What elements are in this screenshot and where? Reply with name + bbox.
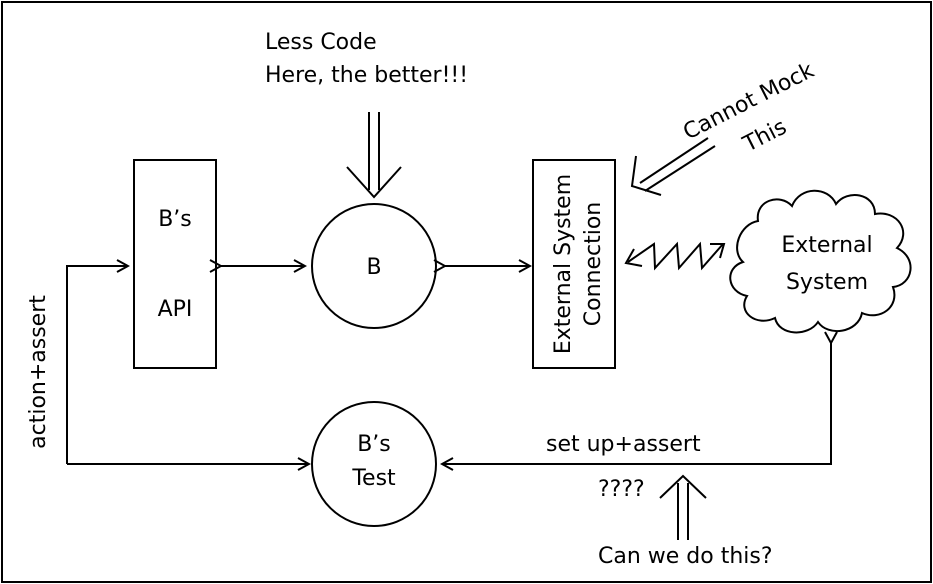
external-system-label-line1: External [781, 233, 872, 258]
note-less-code: Less Code [265, 30, 377, 55]
arrow-external-to-test [442, 343, 831, 464]
hollow-arrow-can-we [659, 474, 707, 540]
b-test-label-line1: B’s [357, 432, 391, 457]
b-api-box [133, 159, 217, 369]
note-can-we: Can we do this? [598, 544, 773, 569]
label-action-assert: action+assert [26, 295, 51, 449]
hollow-arrow-into-b [346, 112, 402, 199]
external-connection-label-line1: External System [551, 174, 576, 354]
b-test-label-line2: Test [351, 466, 396, 491]
b-api-label-line1: B’s [158, 207, 192, 232]
note-this: This [738, 115, 790, 158]
zigzag-arrow-left [624, 248, 643, 267]
external-connection-label-line2: Connection [581, 202, 606, 326]
zigzag-arrow-right [710, 243, 726, 259]
note-the-better: Here, the better!!! [265, 63, 468, 88]
b-circle-label: B [366, 255, 381, 280]
arrow-test-to-api [66, 266, 128, 464]
external-system-cloud [729, 189, 912, 334]
external-system-label-line2: System [786, 270, 868, 295]
hollow-arrow-cannot-mock [630, 137, 716, 196]
label-question-marks: ???? [598, 477, 645, 502]
label-setup-assert: set up+assert [546, 432, 701, 457]
zigzag-link [627, 241, 724, 271]
b-api-label-line2: API [158, 297, 193, 322]
b-test-circle [311, 401, 437, 527]
